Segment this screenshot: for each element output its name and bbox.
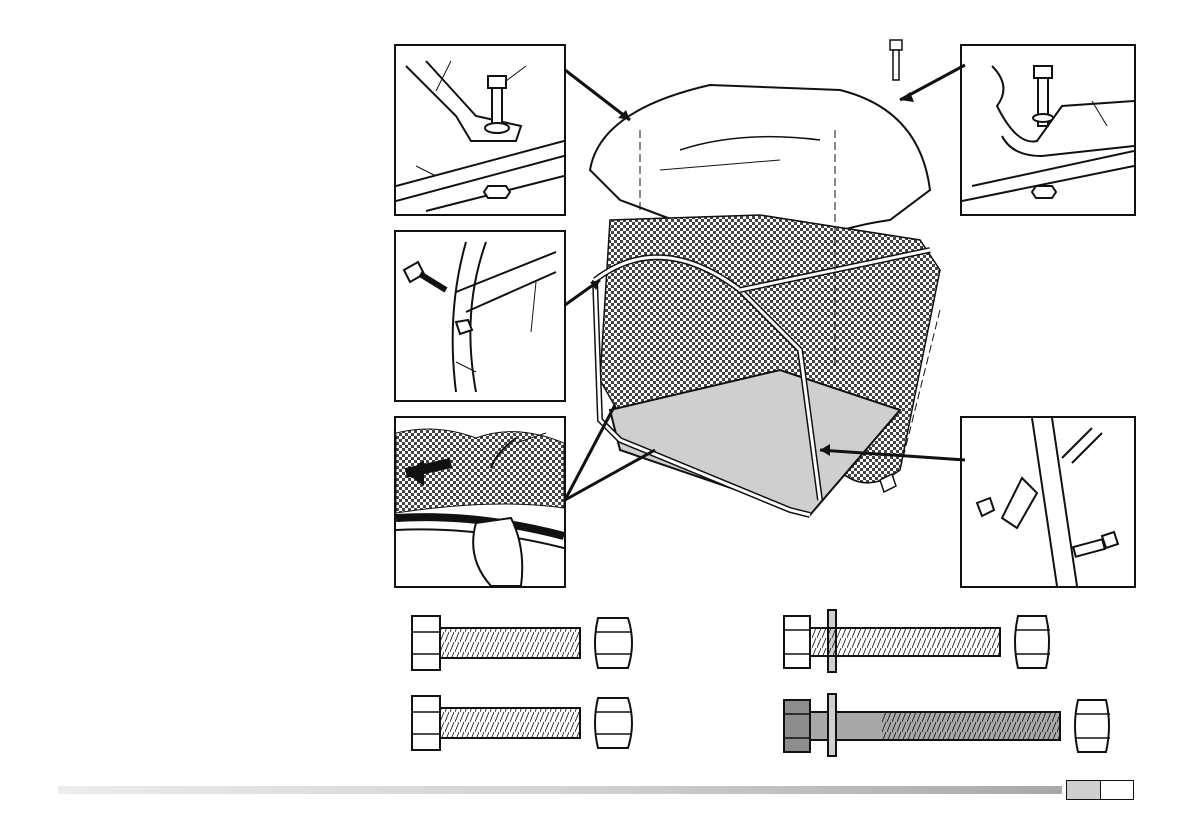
frame-bolt-detail-panel [394, 230, 566, 402]
bolt-nut-icon [396, 232, 564, 400]
arrow-icon [810, 440, 970, 470]
handle-bolt-detail-panel [394, 44, 566, 216]
arrow-icon [560, 390, 660, 510]
bolt-washer-nut-icon [396, 46, 564, 214]
lid-bolt-detail-panel [960, 44, 1136, 216]
bolt-washer-nut-icon [782, 608, 1052, 674]
bolt-nut-icon [410, 692, 640, 754]
footer-progress-bar [58, 786, 1062, 794]
bracket-bolt-detail-panel [960, 416, 1136, 588]
bolt-nut-icon [962, 418, 1134, 586]
page-indicator-right [1101, 781, 1134, 799]
bolt-washer-nut-icon [782, 692, 1122, 758]
bag-clip-detail-panel [394, 416, 566, 588]
arrow-icon [560, 270, 610, 310]
bolt-washer-nut-icon [962, 46, 1134, 214]
arrow-icon [890, 60, 970, 110]
arrow-icon [560, 60, 640, 130]
page-indicator [1066, 780, 1134, 800]
page-indicator-left [1067, 781, 1101, 799]
hand-push-icon [396, 418, 564, 586]
bolt-nut-icon [410, 612, 640, 674]
